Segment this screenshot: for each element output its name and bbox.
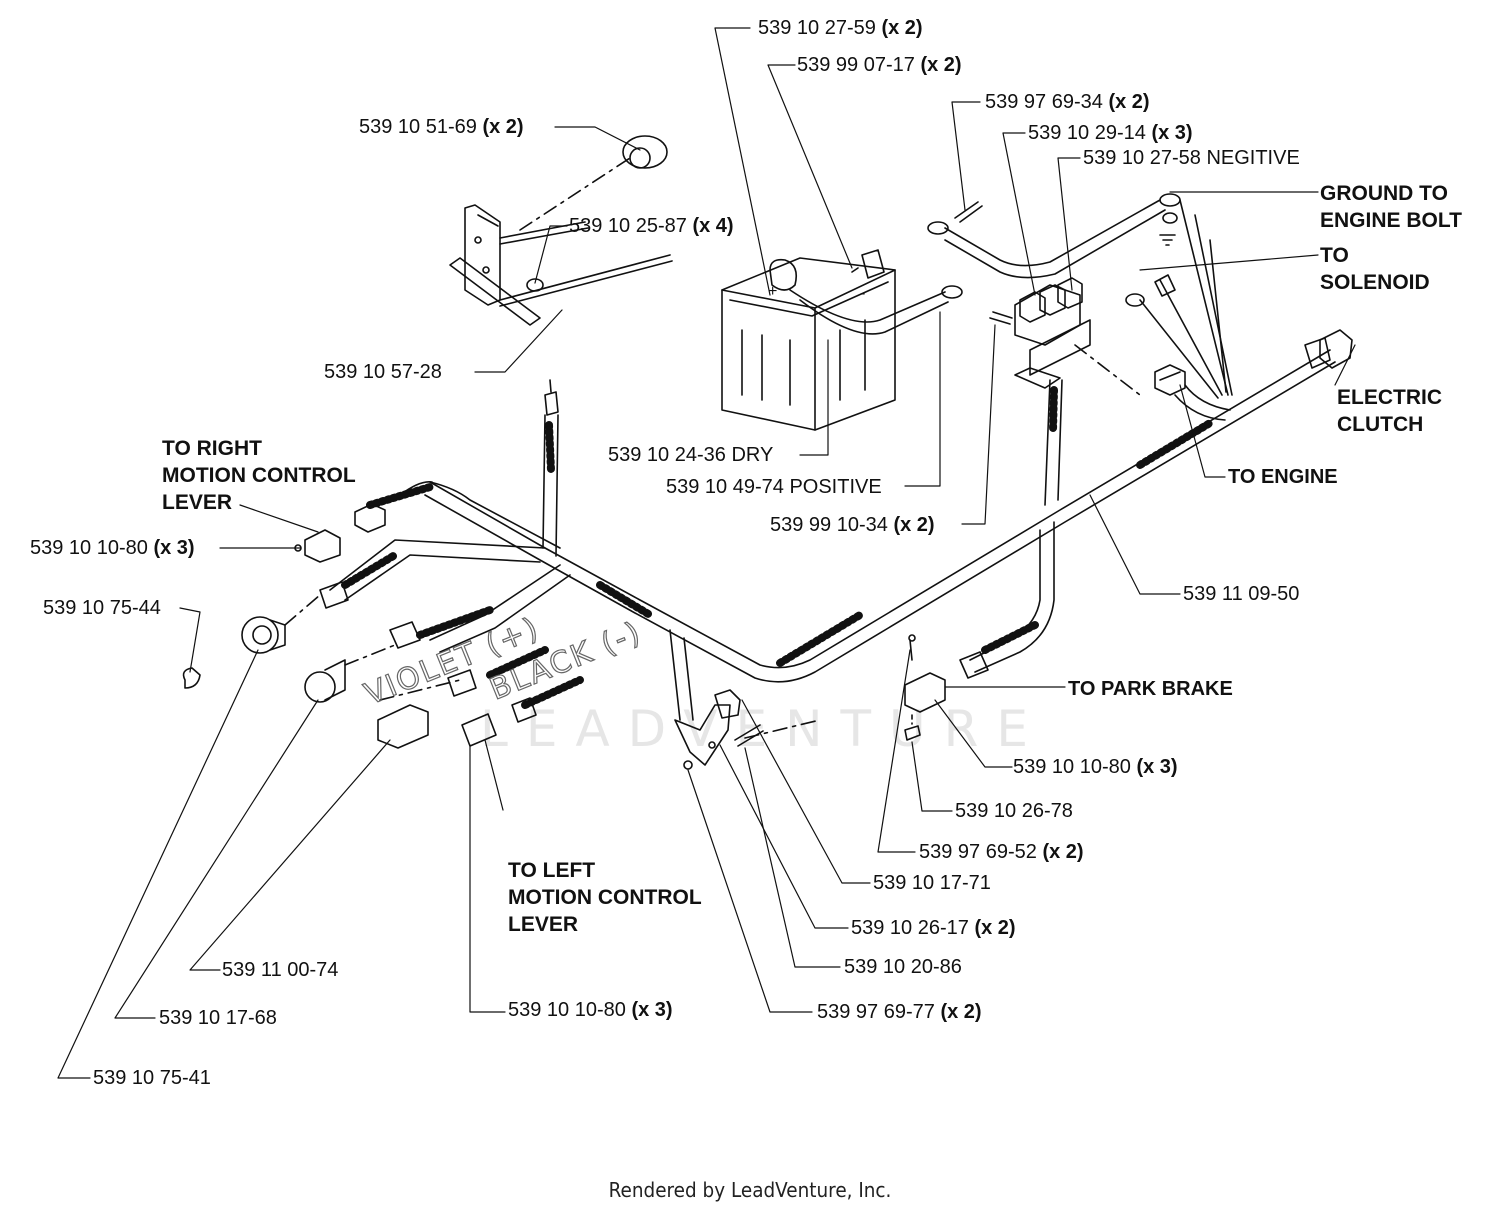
part-label-539-10-17-68: 539 10 17-68 <box>159 1007 277 1029</box>
part-label-539-11-00-74: 539 11 00-74 <box>222 959 339 981</box>
top-connector <box>544 379 559 416</box>
part-label-539-97-69-52: 539 97 69-52 (x 2) <box>919 841 1084 863</box>
part-label-539-10-26-17: 539 10 26-17 (x 2) <box>851 917 1016 939</box>
part-label-539-10-49-74: 539 10 49-74 POSITIVE <box>666 476 882 498</box>
engine-connector <box>1154 364 1186 396</box>
part-label-539-10-26-78: 539 10 26-78 <box>955 800 1073 822</box>
part-label-539-11-09-50: 539 11 09-50 <box>1183 583 1300 605</box>
part-label-539-10-25-87: 539 10 25-87 (x 4) <box>569 215 734 237</box>
part-label-539-99-07-17: 539 99 07-17 (x 2) <box>797 54 962 76</box>
part-label-539-97-69-34: 539 97 69-34 (x 2) <box>985 91 1150 113</box>
seat-bracket <box>449 135 673 326</box>
main-harness <box>329 199 1336 721</box>
leader-lines <box>57 27 1356 1079</box>
svg-text:+: + <box>768 283 777 300</box>
part-label-539-10-17-71: 539 10 17-71 <box>873 872 991 894</box>
svg-text:-: - <box>860 285 865 302</box>
part-label-539-10-10-80-park: 539 10 10-80 (x 3) <box>1013 756 1178 778</box>
callout-park-brake: TO PARK BRAKE <box>1068 678 1233 700</box>
part-label-539-10-27-58: 539 10 27-58 NEGITIVE <box>1083 147 1300 169</box>
part-label-539-97-69-77: 539 97 69-77 (x 2) <box>817 1001 982 1023</box>
part-label-539-10-27-59: 539 10 27-59 (x 2) <box>758 17 923 39</box>
callout-engine: TO ENGINE <box>1228 466 1338 488</box>
center-bracket <box>674 689 821 770</box>
part-label-539-10-57-28: 539 10 57-28 <box>324 361 442 383</box>
footer-credit: Rendered by LeadVenture, Inc. <box>608 1178 892 1202</box>
part-label-539-10-20-86: 539 10 20-86 <box>844 956 962 978</box>
left-switches <box>182 581 537 749</box>
part-label-539-10-51-69: 539 10 51-69 (x 2) <box>359 116 524 138</box>
park-brake-switch <box>904 634 989 741</box>
part-label-539-10-75-41: 539 10 75-41 <box>93 1067 211 1089</box>
part-label-539-10-29-14: 539 10 29-14 (x 3) <box>1028 122 1193 144</box>
relay-bracket <box>989 277 1141 396</box>
part-label-539-99-10-34: 539 99 10-34 (x 2) <box>770 514 935 536</box>
part-label-539-10-10-80-right: 539 10 10-80 (x 3) <box>30 537 195 559</box>
battery: + - <box>721 193 1181 431</box>
ground-terminal <box>1125 212 1178 307</box>
clutch-connector <box>1304 329 1353 369</box>
part-label-539-10-24-36: 539 10 24-36 DRY <box>608 444 774 466</box>
part-label-539-10-75-44: 539 10 75-44 <box>43 597 161 619</box>
part-label-539-10-10-80-left: 539 10 10-80 (x 3) <box>508 999 673 1021</box>
